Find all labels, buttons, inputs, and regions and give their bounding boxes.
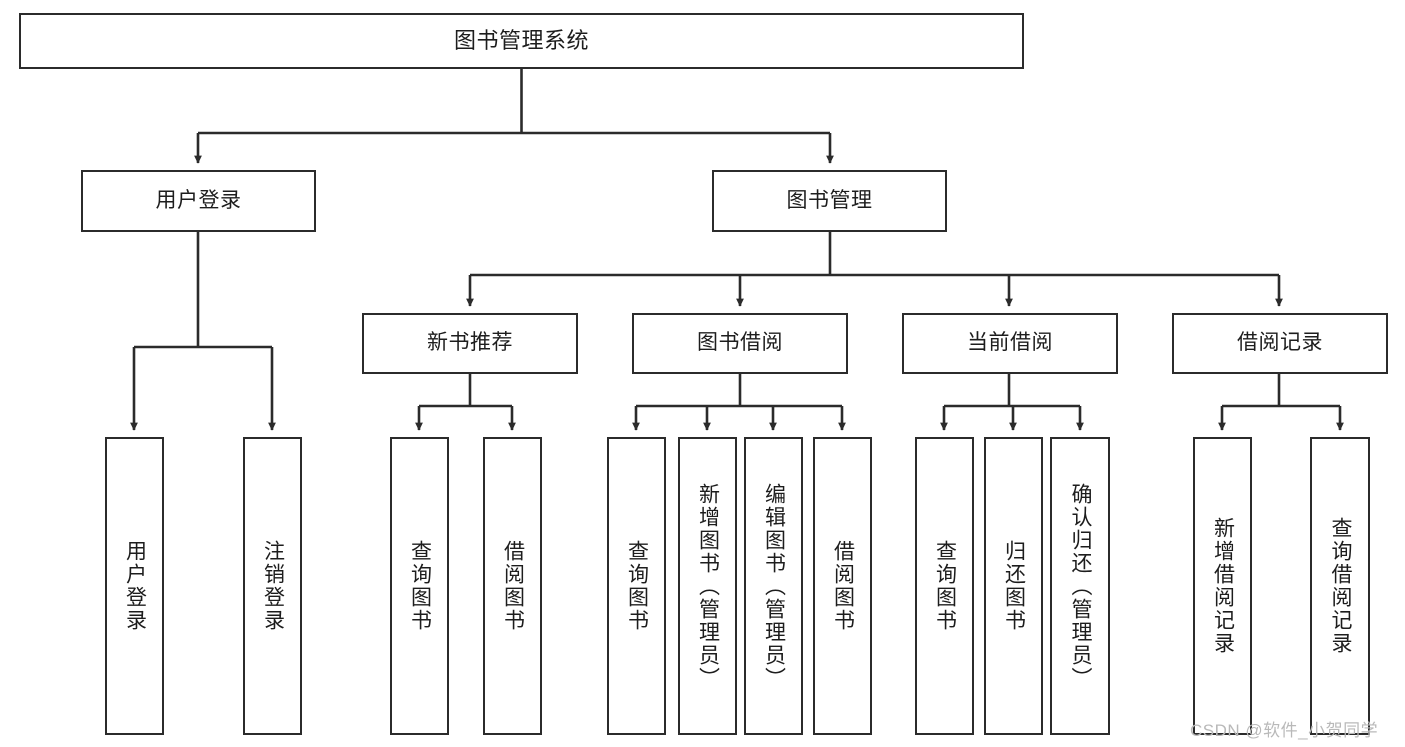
leaf-add-borrow-record[interactable]: 新增借阅记录: [1193, 437, 1252, 735]
node-label: 当前借阅: [967, 331, 1053, 355]
node-label: 查询图书: [625, 540, 649, 632]
leaf-confirm-return[interactable]: 确认归还（管理员）: [1050, 437, 1110, 735]
node-book-manage[interactable]: 图书管理: [712, 170, 947, 232]
leaf-user-login[interactable]: 用户登录: [105, 437, 164, 735]
node-label: 图书管理系统: [453, 28, 589, 54]
leaf-query-book-current[interactable]: 查询图书: [915, 437, 974, 735]
node-current-borrow[interactable]: 当前借阅: [902, 313, 1118, 374]
node-label: 注销登录: [261, 540, 285, 632]
node-root-book-management-system[interactable]: 图书管理系统: [19, 13, 1024, 69]
leaf-query-borrow-record[interactable]: 查询借阅记录: [1310, 437, 1370, 735]
node-label: 用户登录: [123, 540, 147, 632]
node-label: 新书推荐: [427, 331, 513, 355]
node-label: 图书借阅: [697, 331, 783, 355]
node-label: 编辑图书（管理员）: [762, 482, 786, 690]
node-user-login[interactable]: 用户登录: [81, 170, 316, 232]
node-label: 确认归还（管理员）: [1069, 482, 1093, 690]
leaf-borrow-book[interactable]: 借阅图书: [813, 437, 872, 735]
leaf-borrow-book-recommend[interactable]: 借阅图书: [483, 437, 542, 735]
leaf-add-book[interactable]: 新增图书（管理员）: [678, 437, 737, 735]
node-label: 借阅图书: [831, 540, 855, 632]
leaf-logout[interactable]: 注销登录: [243, 437, 302, 735]
leaf-query-book-borrow[interactable]: 查询图书: [607, 437, 666, 735]
node-label: 新增借阅记录: [1211, 517, 1235, 655]
node-label: 用户登录: [155, 188, 242, 212]
node-label: 借阅图书: [501, 540, 525, 632]
node-label: 查询图书: [933, 540, 957, 632]
leaf-return-book[interactable]: 归还图书: [984, 437, 1043, 735]
node-new-book-recommend[interactable]: 新书推荐: [362, 313, 578, 374]
node-borrow-record[interactable]: 借阅记录: [1172, 313, 1388, 374]
node-label: 图书管理: [786, 188, 873, 212]
node-label: 查询借阅记录: [1329, 517, 1353, 655]
node-label: 归还图书: [1002, 540, 1026, 632]
node-label: 新增图书（管理员）: [696, 482, 720, 690]
leaf-edit-book[interactable]: 编辑图书（管理员）: [744, 437, 803, 735]
node-book-borrow[interactable]: 图书借阅: [632, 313, 848, 374]
node-label: 借阅记录: [1237, 331, 1323, 355]
leaf-query-book-recommend[interactable]: 查询图书: [390, 437, 449, 735]
node-label: 查询图书: [408, 540, 432, 632]
